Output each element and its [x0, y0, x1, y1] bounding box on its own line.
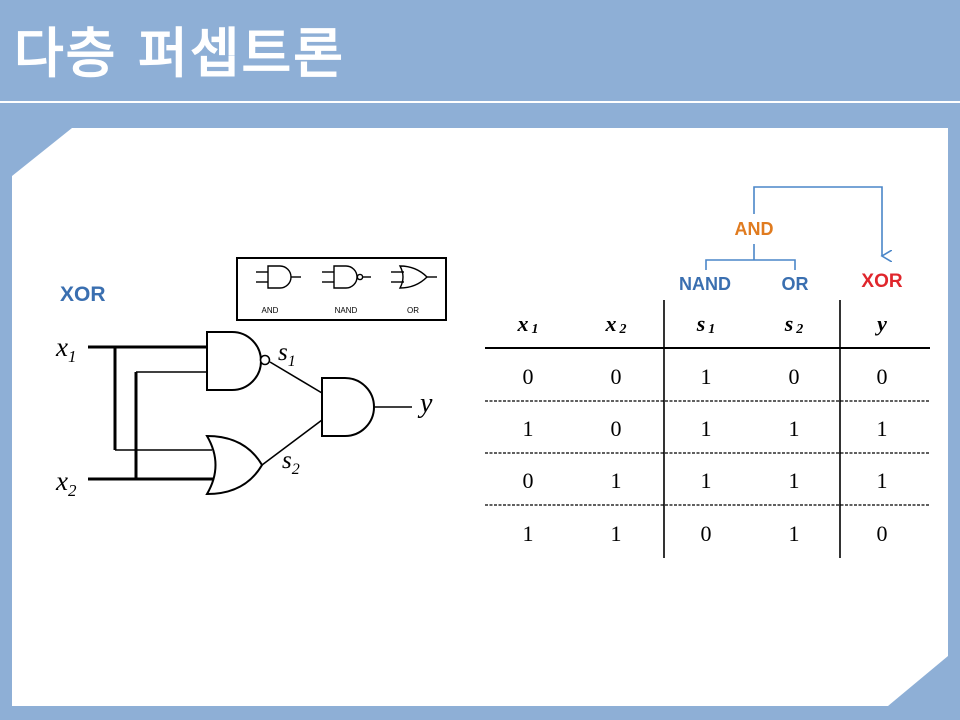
nand-bubble: [259, 354, 271, 366]
legend-nand-label: NAND: [335, 306, 358, 315]
and-bracket: [705, 244, 796, 270]
table-cell: 0: [611, 416, 622, 441]
table-cell: 1: [611, 468, 622, 493]
table-cell: 0: [877, 364, 888, 389]
table-cell: 1: [789, 468, 800, 493]
combo-nand-label: NAND: [679, 274, 731, 294]
nand-gate: [206, 331, 262, 391]
s1-label: s1: [278, 339, 296, 370]
table-cell: 1: [611, 521, 622, 546]
table-cell: 0: [789, 364, 800, 389]
input-x2-label: x2: [55, 466, 77, 500]
combo-and-label: AND: [735, 219, 774, 239]
title-rule: [0, 101, 960, 103]
feedback-arrow: [753, 186, 882, 256]
table-cell: 1: [789, 416, 800, 441]
output-y-label: y: [417, 388, 433, 419]
table-cell: 1: [877, 416, 888, 441]
table-cell: 0: [523, 364, 534, 389]
or-gate-icon: [391, 265, 437, 289]
nand-gate-icon: [322, 265, 371, 289]
legend-or-label: OR: [407, 306, 419, 315]
combo-xor-label: XOR: [861, 271, 902, 292]
table-cell: 0: [877, 521, 888, 546]
table-cell: 0: [611, 364, 622, 389]
legend-and-label: AND: [262, 306, 279, 315]
table-cell: 1: [877, 468, 888, 493]
table-cell: 1: [701, 416, 712, 441]
table-cell: 1: [789, 521, 800, 546]
or-gate: [205, 434, 264, 496]
s2-label: s2: [282, 447, 300, 478]
table-cell: 1: [523, 521, 534, 546]
content-panel: [12, 128, 948, 706]
table-cell: 1: [701, 468, 712, 493]
table-cell: 0: [523, 468, 534, 493]
and-gate-icon: [256, 265, 301, 289]
combo-or-label: OR: [782, 274, 809, 294]
slide-title: 다층 퍼셉트론: [14, 22, 345, 85]
table-cell: 0: [701, 521, 712, 546]
table-cell: 1: [701, 364, 712, 389]
table-header-y: y: [874, 311, 887, 336]
gate-legend: AND NAND OR: [236, 257, 447, 321]
input-x1-label: x1: [55, 332, 76, 366]
xor-circuit-label: XOR: [60, 283, 106, 306]
combination-tree: AND NAND OR XOR: [679, 186, 903, 294]
table-body: 0 0 1 0 0 1 0 1 1 1 0 1 1 1 1 1 1 0 1 0: [523, 364, 888, 546]
and-gate: [321, 377, 375, 437]
table-cell: 1: [523, 416, 534, 441]
xor-circuit: [88, 331, 412, 496]
